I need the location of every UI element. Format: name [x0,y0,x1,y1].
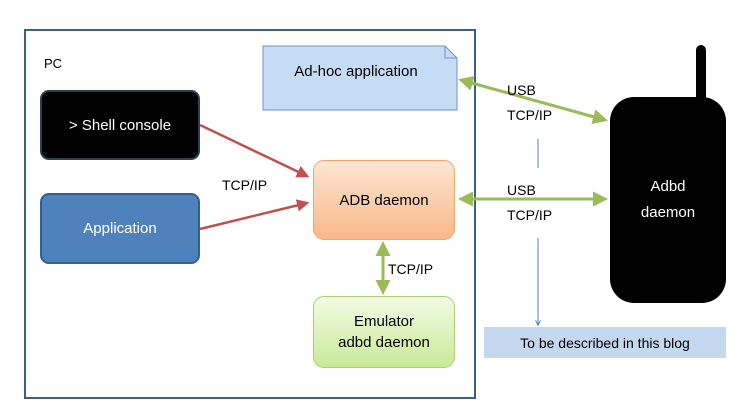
shell-console-node: > Shell console [40,90,200,160]
emulator-node: Emulator adbd daemon [313,296,455,368]
blog-callout: To be described in this blog [484,327,726,358]
application-to-adb-arrow [199,199,310,231]
phone-label-line1: Adbd [650,178,686,195]
shell-to-adb-arrow [199,123,310,178]
emulator-label-line1: Emulator [353,313,415,330]
shell-console-label: > Shell console [68,116,172,134]
blog-callout-label: To be described in this blog [520,334,690,351]
tcpip-left-label: TCP/IP [222,177,268,193]
tcpip-emulator-label: TCP/IP [388,261,434,277]
adhoc-application-node: Ad-hoc application [262,45,458,111]
adb-daemon-label: ADB daemon [339,191,429,209]
usb-top-label: USB [507,82,536,98]
tcpip-top-label: TCP/IP [507,107,553,123]
adhoc-to-phone-arrow [458,75,608,125]
adb-daemon-node: ADB daemon [313,160,455,240]
tcpip-mid-label: TCP/IP [507,207,553,223]
application-label: Application [83,220,157,237]
adhoc-application-label: Ad-hoc application [294,63,417,80]
phone-device-node: Adbd daemon [610,97,726,303]
phone-label-line2: daemon [640,204,696,221]
application-node: Application [40,193,200,264]
phone-antenna [696,45,706,105]
emulator-label-line2: adbd daemon [338,334,430,351]
usb-mid-label: USB [507,182,536,198]
pc-label: PC [44,56,63,71]
